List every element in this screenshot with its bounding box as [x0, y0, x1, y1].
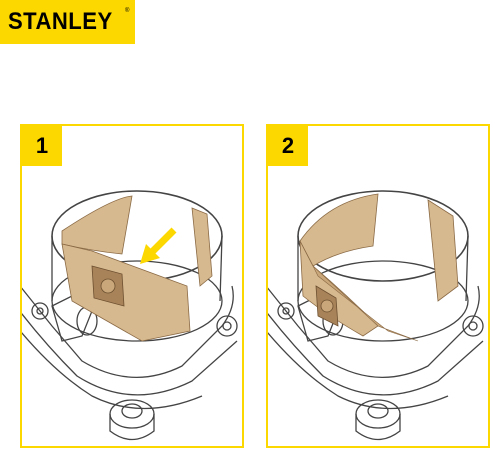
- arrow-icon: [140, 227, 177, 264]
- step-number-2: 2: [281, 133, 295, 158]
- vacuum-bag-installed-illustration: [268, 190, 484, 441]
- step-panel-2: 2: [266, 124, 490, 448]
- brand-name: STANLEY: [8, 8, 113, 35]
- step-badge-1: 1: [22, 126, 62, 166]
- stanley-logo: STANLEY ®: [0, 0, 135, 44]
- vacuum-bag-install-illustration: [22, 190, 238, 441]
- registered-mark: ®: [125, 8, 130, 14]
- step-number-1: 1: [35, 133, 49, 158]
- step-panel-1: 1: [20, 124, 244, 448]
- step-badge-2: 2: [268, 126, 308, 166]
